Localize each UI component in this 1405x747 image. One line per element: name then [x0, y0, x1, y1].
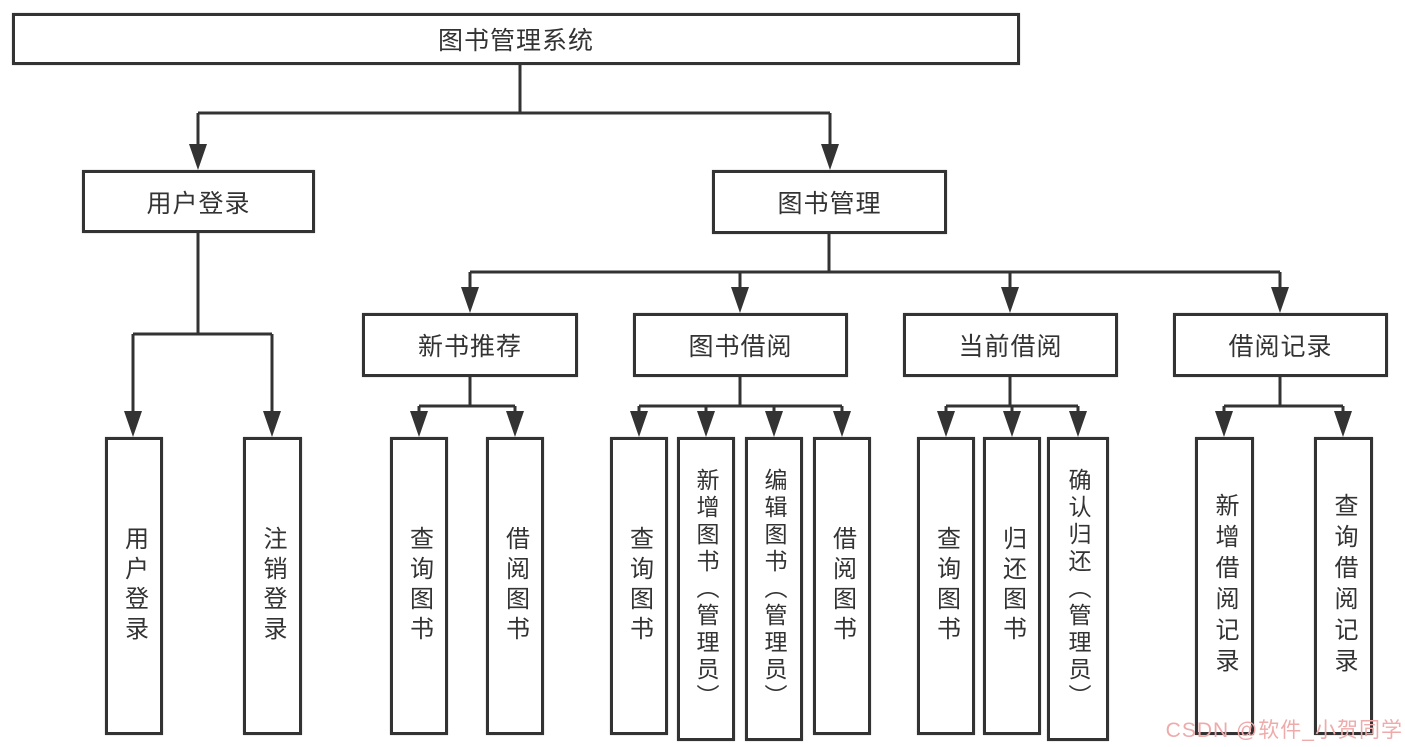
- node-query-borrow-record: 查询借阅记录: [1314, 437, 1373, 735]
- node-borrow-books-recommend: 借阅图书: [486, 437, 544, 735]
- node-edit-books-admin: 编辑图书（管理员）: [745, 437, 803, 741]
- node-borrow-books-borrowing: 借阅图书: [813, 437, 871, 735]
- node-user-login: 用户登录: [82, 170, 315, 233]
- node-current-borrowing: 当前借阅: [903, 313, 1118, 377]
- node-logout-leaf: 注销登录: [243, 437, 302, 735]
- node-user-login-leaf: 用户登录: [105, 437, 163, 735]
- node-add-books-admin: 新增图书（管理员）: [677, 437, 735, 741]
- node-borrowing-records: 借阅记录: [1173, 313, 1388, 377]
- csdn-watermark: CSDN @软件_小贺同学: [1165, 719, 1403, 742]
- node-query-books-current: 查询图书: [917, 437, 975, 735]
- node-return-books: 归还图书: [983, 437, 1041, 735]
- node-add-borrow-record: 新增借阅记录: [1195, 437, 1254, 735]
- node-confirm-return-admin: 确认归还（管理员）: [1047, 437, 1109, 741]
- node-book-management: 图书管理: [712, 170, 947, 234]
- node-query-books-recommend: 查询图书: [390, 437, 448, 735]
- node-new-book-recommendation: 新书推荐: [362, 313, 578, 377]
- node-query-books-borrowing: 查询图书: [610, 437, 668, 735]
- node-book-borrowing: 图书借阅: [633, 313, 848, 377]
- node-library-management-system: 图书管理系统: [12, 13, 1020, 65]
